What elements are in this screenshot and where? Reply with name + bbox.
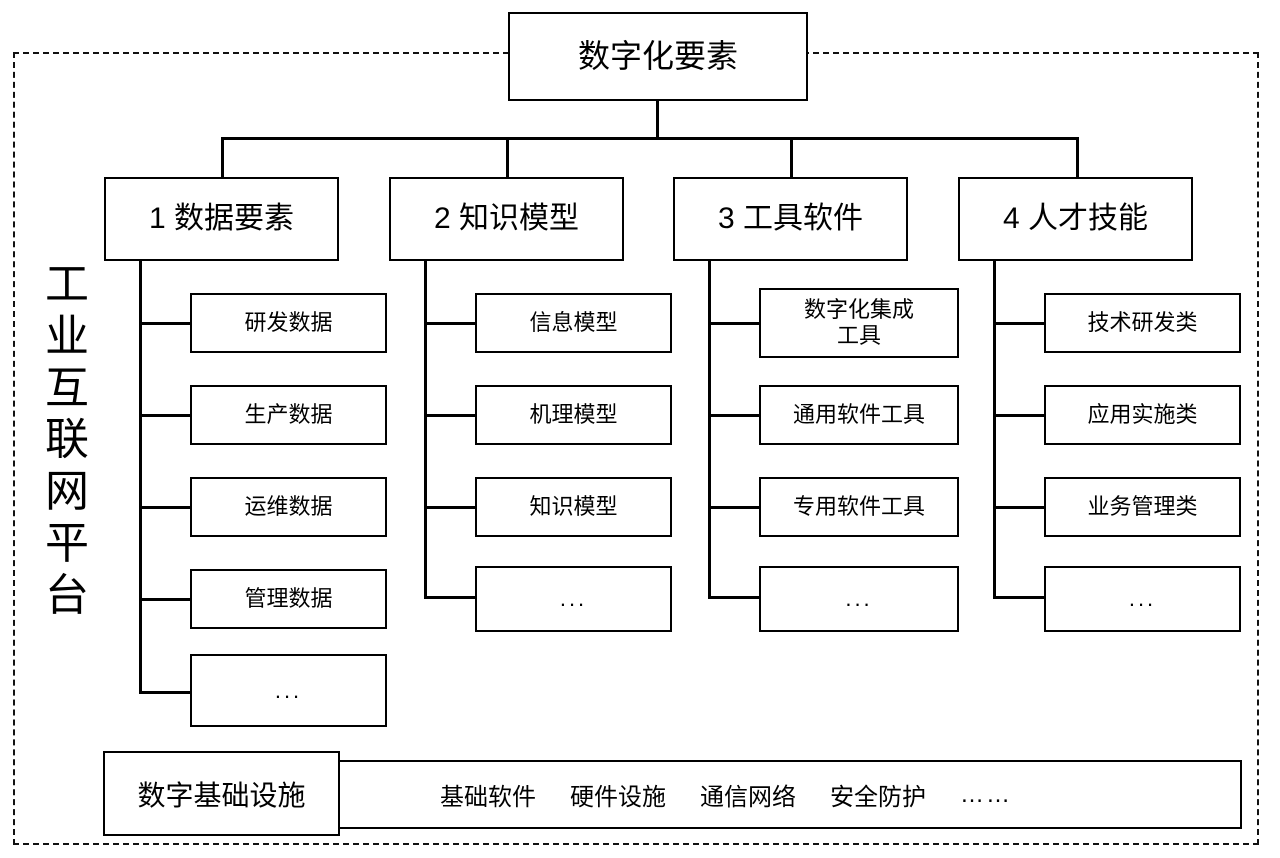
leaf-node-digital-integration-tool-line2: 工具 bbox=[836, 323, 881, 348]
branch-3-stub-2 bbox=[708, 414, 759, 417]
leaf-node-general-software-tool: 通用软件工具 bbox=[759, 385, 959, 445]
leaf-node-model-more: ... bbox=[475, 566, 672, 632]
leaf-node-knowledge-model: 知识模型 bbox=[475, 477, 672, 537]
leaf-node-digital-integration-tool: 数字化集成 工具 bbox=[759, 288, 959, 358]
platform-label-char-2: 互 bbox=[45, 363, 89, 413]
leaf-node-tech-rd-category: 技术研发类 bbox=[1044, 293, 1241, 353]
branch-drop-line-3 bbox=[790, 137, 793, 177]
root-stem-line bbox=[656, 101, 659, 138]
platform-label-char-0: 工 bbox=[45, 260, 89, 309]
infrastructure-item-basic-software: 基础软件 bbox=[440, 784, 536, 811]
infrastructure-item-hardware-facility: 硬件设施 bbox=[570, 784, 666, 811]
branch-4-stub-3 bbox=[993, 506, 1044, 509]
branch-3-stub-4 bbox=[708, 596, 759, 599]
leaf-node-rd-data: 研发数据 bbox=[190, 293, 387, 353]
branch-2-spine-line bbox=[424, 261, 427, 598]
infrastructure-items: 基础软件 硬件设施 通信网络 安全防护 …… bbox=[440, 760, 1140, 829]
leaf-node-application-implementation-category: 应用实施类 bbox=[1044, 385, 1241, 445]
infrastructure-label-box: 数字基础设施 bbox=[103, 751, 340, 836]
leaf-node-management-data: 管理数据 bbox=[190, 569, 387, 629]
platform-label-char-3: 联 bbox=[45, 415, 89, 465]
level2-bus-line bbox=[221, 137, 1079, 140]
branch-3-stub-3 bbox=[708, 506, 759, 509]
branch-1-stub-3 bbox=[139, 506, 190, 509]
leaf-node-business-management-category: 业务管理类 bbox=[1044, 477, 1241, 537]
branch-4-stub-1 bbox=[993, 322, 1044, 325]
branch-node-talent-skills: 4 人才技能 bbox=[958, 177, 1193, 261]
branch-drop-line-4 bbox=[1076, 137, 1079, 177]
branch-1-stub-2 bbox=[139, 414, 190, 417]
branch-3-spine-line bbox=[708, 261, 711, 598]
leaf-node-data-more: ... bbox=[190, 654, 387, 727]
branch-1-spine-line bbox=[139, 261, 142, 693]
leaf-node-mechanism-model: 机理模型 bbox=[475, 385, 672, 445]
branch-2-stub-1 bbox=[424, 322, 475, 325]
infrastructure-item-ellipsis: …… bbox=[960, 780, 1012, 808]
branch-4-stub-4 bbox=[993, 596, 1044, 599]
branch-3-stub-1 bbox=[708, 322, 759, 325]
leaf-node-ops-data: 运维数据 bbox=[190, 477, 387, 537]
platform-label-char-4: 网 bbox=[45, 467, 89, 516]
infrastructure-bar bbox=[193, 760, 1242, 829]
leaf-node-talent-more: ... bbox=[1044, 566, 1241, 632]
branch-1-stub-5 bbox=[139, 691, 190, 694]
platform-label-char-5: 平 bbox=[45, 518, 89, 568]
leaf-node-tool-more: ... bbox=[759, 566, 959, 632]
leaf-node-digital-integration-tool-line1: 数字化集成 bbox=[803, 297, 914, 323]
branch-node-data-elements: 1 数据要素 bbox=[104, 177, 339, 261]
platform-label-char-1: 业 bbox=[45, 311, 89, 361]
branch-4-stub-2 bbox=[993, 414, 1044, 417]
branch-drop-line-1 bbox=[221, 137, 224, 177]
leaf-node-production-data: 生产数据 bbox=[190, 385, 387, 445]
infrastructure-item-communication-network: 通信网络 bbox=[700, 784, 796, 811]
platform-label-char-6: 台 bbox=[45, 570, 89, 620]
branch-2-stub-4 bbox=[424, 596, 475, 599]
infrastructure-item-security-protection: 安全防护 bbox=[830, 784, 926, 811]
root-node-digital-elements: 数字化要素 bbox=[508, 12, 808, 101]
branch-4-spine-line bbox=[993, 261, 996, 598]
branch-2-stub-2 bbox=[424, 414, 475, 417]
platform-vertical-label: 工 业 互 联 网 平 台 bbox=[34, 262, 100, 618]
branch-node-tool-software: 3 工具软件 bbox=[673, 177, 908, 261]
leaf-node-dedicated-software-tool: 专用软件工具 bbox=[759, 477, 959, 537]
branch-1-stub-4 bbox=[139, 598, 190, 601]
branch-node-knowledge-models: 2 知识模型 bbox=[389, 177, 624, 261]
leaf-node-information-model: 信息模型 bbox=[475, 293, 672, 353]
branch-2-stub-3 bbox=[424, 506, 475, 509]
branch-drop-line-2 bbox=[506, 137, 509, 177]
branch-1-stub-1 bbox=[139, 322, 190, 325]
